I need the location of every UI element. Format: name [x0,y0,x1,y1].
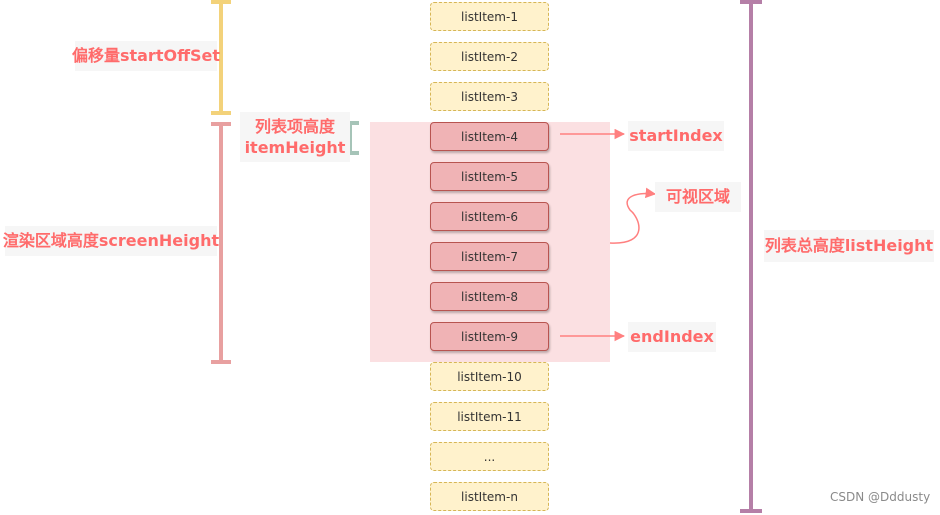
list-item: listItem-11 [430,402,549,431]
start-index-label: startIndex [628,121,724,151]
list-height-bar [740,0,762,513]
list-height-label: 列表总高度listHeight [764,230,934,262]
list-item: listItem-1 [430,2,549,31]
screen-height-bar [211,122,231,364]
list-item: listItem-3 [430,82,549,111]
item-height-label: 列表项高度 itemHeight [240,112,350,162]
visible-area-arrow [609,187,657,244]
start-offset-label: 偏移量startOffSet [72,41,220,71]
list-item: listItem-2 [430,42,549,71]
list-item: listItem-8 [430,282,549,311]
list-item: listItem-5 [430,162,549,191]
list-item: listItem-6 [430,202,549,231]
list-item: listItem-9 [430,322,549,351]
end-index-label: endIndex [628,322,716,352]
start-offset-bar [211,0,231,115]
screen-height-label: 渲染区域高度screenHeight [3,226,219,256]
list-item: listItem-4 [430,122,549,151]
visible-area-label: 可视区域 [655,182,741,212]
list-item: listItem-7 [430,242,549,271]
list-item: ... [430,442,549,471]
list-item: listItem-10 [430,362,549,391]
list-item: listItem-n [430,482,549,511]
watermark: CSDN @Dddusty [830,490,931,504]
